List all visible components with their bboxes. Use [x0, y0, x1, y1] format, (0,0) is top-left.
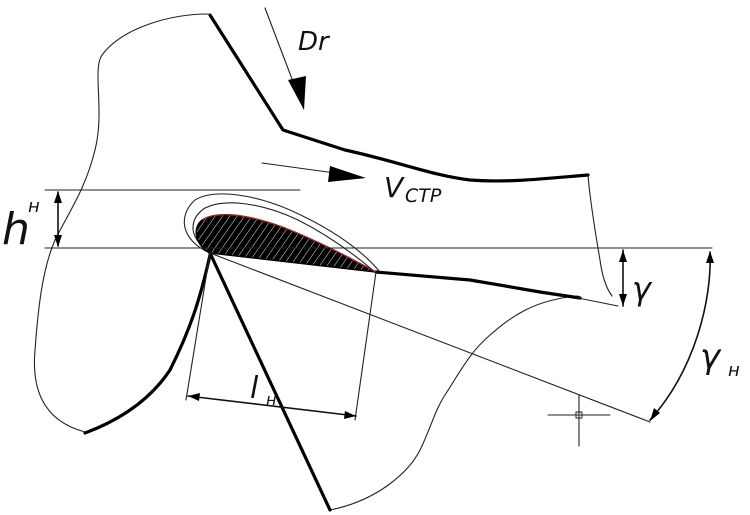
v-arrow-shaft [261, 162, 336, 174]
cutter-edge-highlight [201, 214, 377, 273]
hn-arrow-bottom [54, 235, 62, 247]
ln-label: l [250, 371, 259, 406]
ln-subscript: н [266, 390, 276, 409]
v-subscript: СТР [405, 185, 442, 207]
hn-label: h [2, 204, 30, 255]
built-up-edge-contour-outer [183, 193, 381, 273]
v-arrow-head [328, 166, 366, 182]
gamma-n-arrow-top [706, 251, 714, 263]
crosshair-center [575, 411, 583, 419]
ln-extension-right [354, 271, 377, 421]
built-up-edge-contour-inner [192, 202, 376, 273]
dr-label: Dr [298, 27, 331, 57]
gamma-n-arrow-bottom [650, 408, 660, 421]
ln-extension-left [185, 252, 211, 401]
tool-flank-line [208, 251, 332, 512]
gamma-n-dimension-arc [649, 251, 711, 421]
dr-arrow-head [288, 76, 306, 110]
gamma-n-label: γ [700, 337, 722, 377]
workpiece-left-cut [83, 253, 212, 435]
gamma-n-subscript: н [728, 360, 740, 381]
rake-face [374, 270, 582, 300]
gamma-arrow-bottom [619, 294, 627, 306]
v-label: V [384, 171, 405, 204]
hn-arrow-top [54, 191, 62, 203]
ln-arrow-left [188, 393, 200, 401]
chip-outline [329, 295, 579, 511]
ln-dimension-line [187, 395, 357, 417]
gamma-arrow-top [619, 250, 627, 262]
hn-subscript: н [28, 196, 40, 217]
chip-right-edge [587, 174, 613, 297]
ln-arrow-right [344, 411, 356, 419]
gamma-n-reference-line [209, 252, 651, 423]
chip-top-edge [208, 13, 590, 183]
rake-extension-line [577, 297, 619, 307]
gamma-label: γ [632, 270, 653, 308]
workpiece-outline [33, 13, 209, 433]
